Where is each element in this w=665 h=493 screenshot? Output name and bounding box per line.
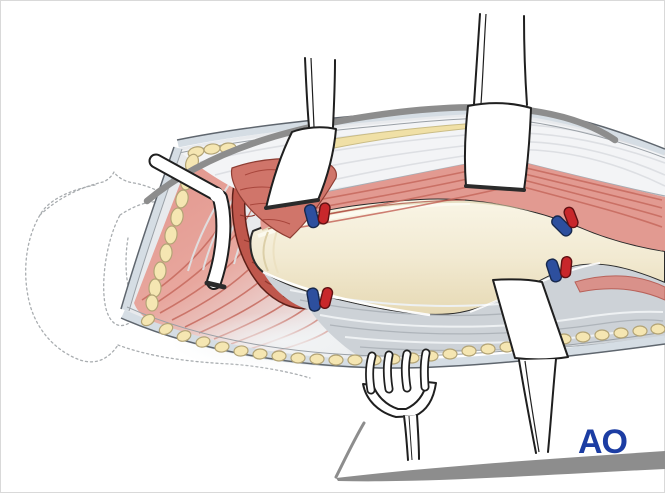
- distal-muscle-sliver: [574, 275, 665, 301]
- broad-retractor-bottom-right: [492, 278, 569, 454]
- ao-logo: AO: [578, 423, 628, 461]
- instruments: [148, 13, 569, 461]
- retractor-top-right: [463, 13, 532, 192]
- retractor-top-center: [264, 57, 337, 210]
- rake-retractor: [362, 348, 437, 461]
- body-contour: [143, 104, 665, 482]
- angled-retractor-left: [148, 153, 232, 290]
